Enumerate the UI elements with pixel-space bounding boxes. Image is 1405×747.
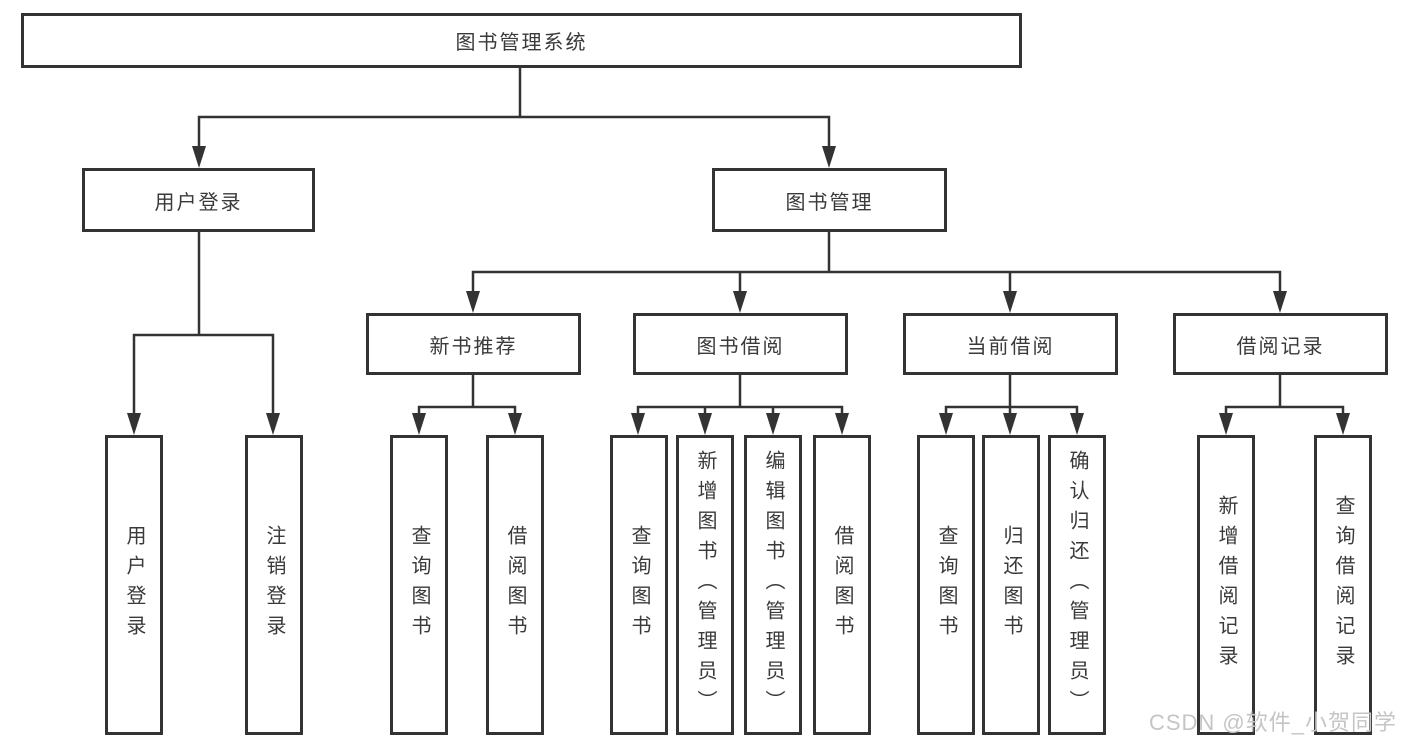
leaf-label: 新增图书（管理员）: [694, 450, 716, 720]
node-label: 借阅记录: [1236, 335, 1325, 358]
leaf-borrow-books: 借阅图书: [813, 435, 871, 735]
leaf-query-books-recommend: 查询图书: [390, 435, 448, 735]
node-current-borrow: 当前借阅: [903, 313, 1118, 375]
node-new-book-recommend: 新书推荐: [366, 313, 581, 375]
node-label: 用户登录: [154, 191, 243, 214]
node-book-management: 图书管理: [712, 168, 947, 232]
leaf-return-books: 归还图书: [982, 435, 1040, 735]
leaf-user-login: 用户登录: [105, 435, 163, 735]
leaf-label: 借阅图书: [504, 525, 526, 645]
leaf-add-books-admin: 新增图书（管理员）: [676, 435, 734, 735]
leaf-label: 查询图书: [628, 525, 650, 645]
node-label: 图书管理系统: [455, 32, 588, 54]
leaf-confirm-return-admin: 确认归还（管理员）: [1048, 435, 1106, 735]
node-book-borrow: 图书借阅: [633, 313, 848, 375]
node-label: 图书管理: [785, 191, 874, 214]
leaf-label: 编辑图书（管理员）: [762, 450, 784, 720]
leaf-label: 注销登录: [263, 525, 285, 645]
node-label: 图书借阅: [696, 335, 785, 358]
leaf-label: 查询图书: [408, 525, 430, 645]
node-label: 当前借阅: [966, 335, 1055, 358]
leaf-label: 查询借阅记录: [1332, 495, 1354, 675]
leaf-label: 确认归还（管理员）: [1066, 450, 1088, 720]
watermark: CSDN @软件_小贺同学: [1148, 710, 1397, 735]
leaf-logout: 注销登录: [245, 435, 303, 735]
leaf-add-borrow-record: 新增借阅记录: [1197, 435, 1255, 735]
leaf-label: 查询图书: [935, 525, 957, 645]
node-user-login: 用户登录: [82, 168, 315, 232]
node-borrow-records: 借阅记录: [1173, 313, 1388, 375]
node-label: 新书推荐: [429, 335, 518, 358]
leaf-label: 用户登录: [123, 525, 145, 645]
leaf-label: 归还图书: [1000, 525, 1022, 645]
leaf-label: 新增借阅记录: [1215, 495, 1237, 675]
leaf-borrow-books-recommend: 借阅图书: [486, 435, 544, 735]
leaf-label: 借阅图书: [831, 525, 853, 645]
leaf-edit-books-admin: 编辑图书（管理员）: [744, 435, 802, 735]
node-library-system: 图书管理系统: [21, 13, 1022, 68]
leaf-query-books-current: 查询图书: [917, 435, 975, 735]
leaf-query-borrow-record: 查询借阅记录: [1314, 435, 1372, 735]
leaf-query-books-borrow: 查询图书: [610, 435, 668, 735]
